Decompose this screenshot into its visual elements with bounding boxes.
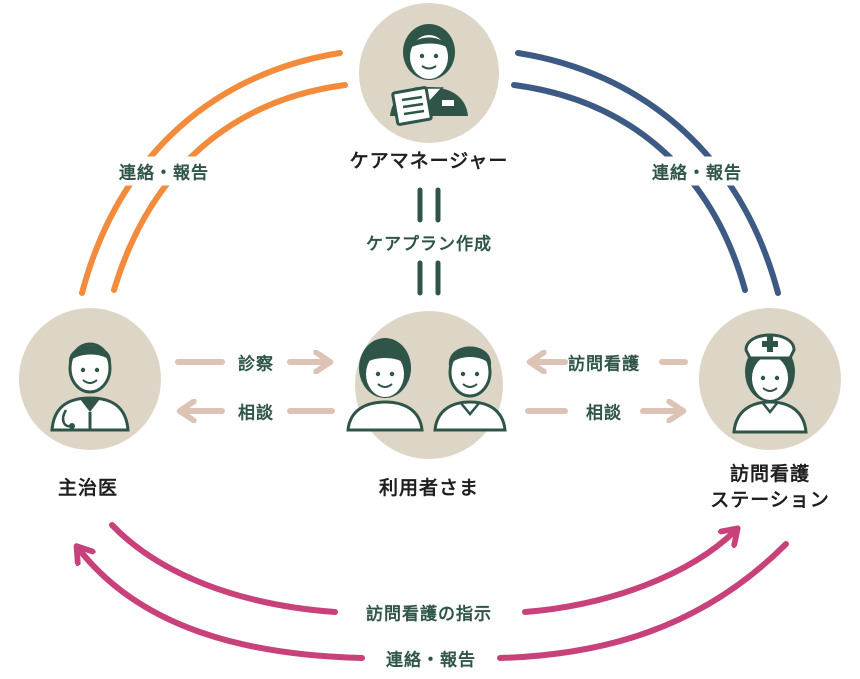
instruction-label: 訪問看護の指示 <box>360 597 498 627</box>
station-label-line1: 訪問看護 <box>729 463 810 485</box>
left-report-arc <box>79 50 348 296</box>
doctor-icon <box>50 342 130 432</box>
bottom-report-label: 連絡・報告 <box>380 643 482 673</box>
users-icon <box>346 338 507 432</box>
home-nursing-label: 訪問看護 <box>568 354 640 375</box>
nurse-icon <box>732 333 808 434</box>
right-report-label: 連絡・報告 <box>646 156 748 186</box>
instruction-arc <box>109 522 736 615</box>
doctor-label: 主治医 <box>57 477 119 499</box>
users-label: 利用者さま <box>378 477 480 499</box>
left-report-label: 連絡・報告 <box>113 156 215 186</box>
care-plan-label: ケアプラン作成 <box>366 234 492 255</box>
station-label-line2: ステーション <box>710 489 830 511</box>
exam-label: 診察 <box>238 354 274 375</box>
care-plan-connector <box>417 187 441 296</box>
consult-right-label: 相談 <box>586 403 622 424</box>
right-report-arc <box>511 50 781 296</box>
care-manager-icon <box>390 24 468 126</box>
bottom-report-arc <box>78 541 789 661</box>
station-label: 訪問看護 ステーション <box>710 461 830 513</box>
consult-left-label: 相談 <box>238 403 274 424</box>
care-manager-label: ケアマネージャー <box>349 150 509 172</box>
